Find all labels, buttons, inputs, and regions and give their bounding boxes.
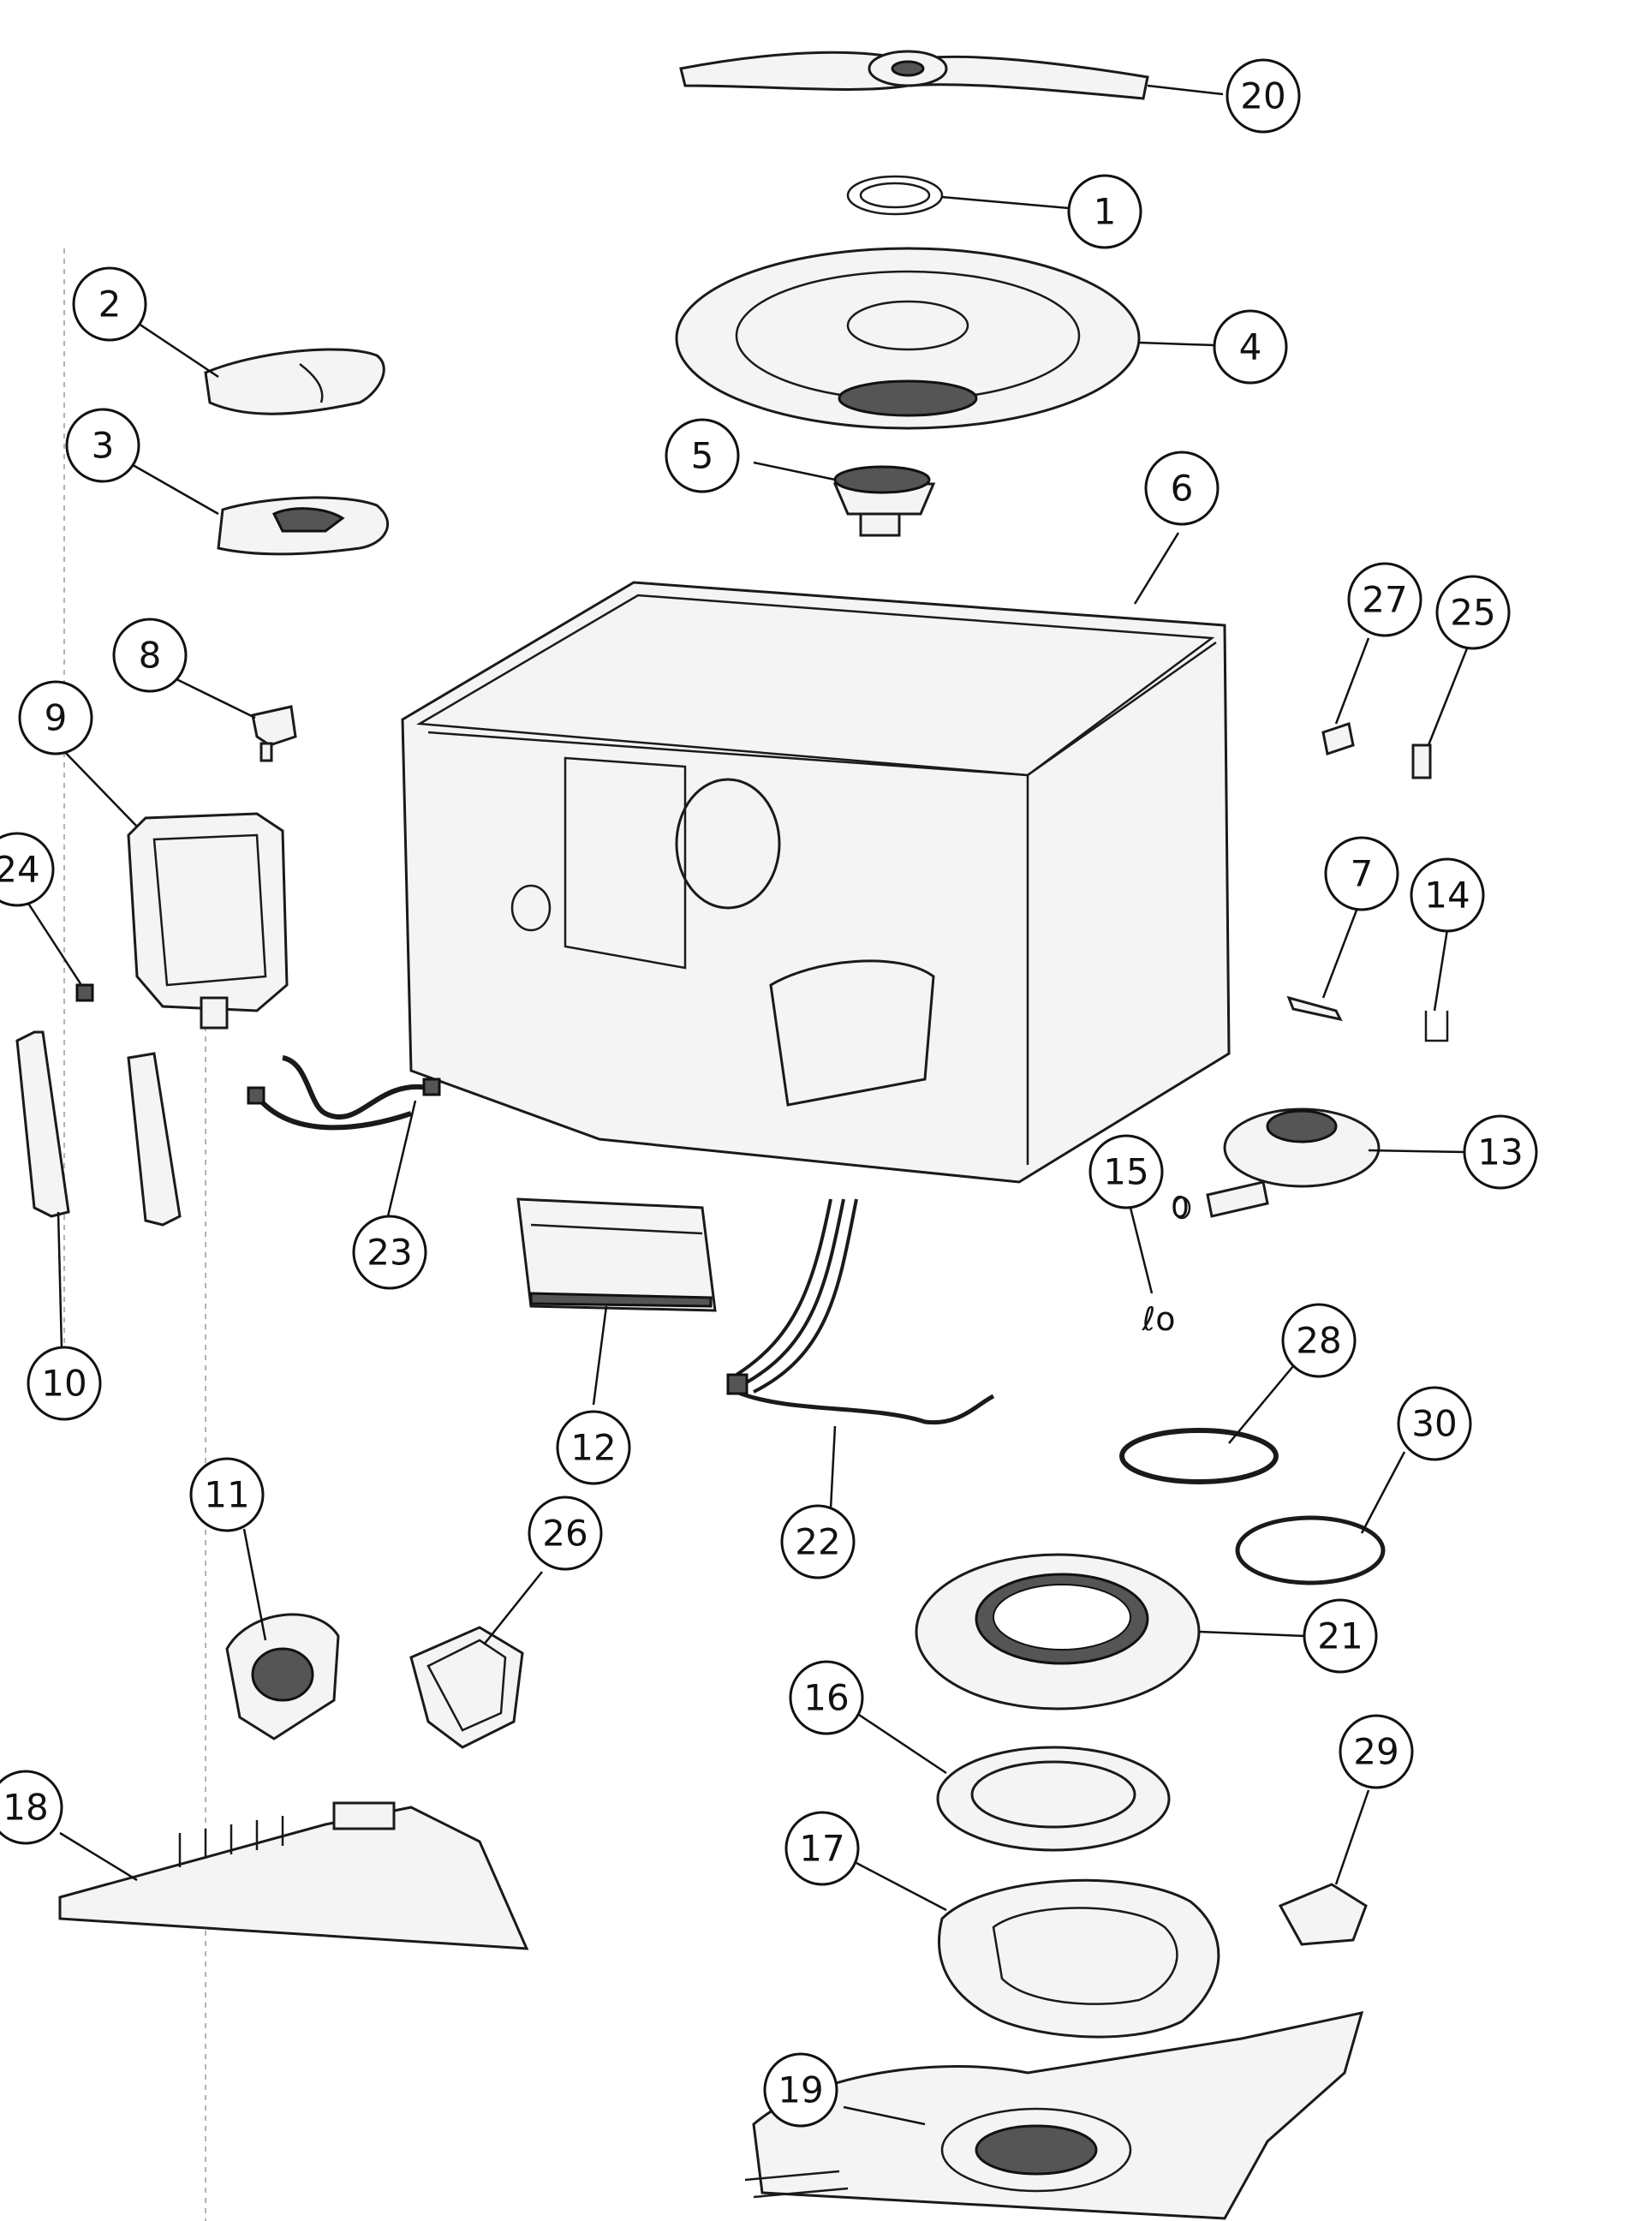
callout-19: 19 [763, 2052, 838, 2128]
svg-text:23: 23 [367, 1232, 412, 1274]
svg-text:4: 4 [1239, 326, 1262, 368]
part-2-cap [204, 348, 385, 415]
svg-text:16: 16 [803, 1677, 849, 1719]
part-23-harness [247, 1055, 441, 1131]
callout-18: 18 [0, 1770, 63, 1845]
part-28-ring [1119, 1428, 1279, 1484]
callout-4: 4 [1213, 309, 1288, 385]
svg-text:20: 20 [1240, 75, 1285, 117]
part-6-tub [401, 581, 1231, 1184]
part-16-filter [936, 1746, 1171, 1852]
svg-text:21: 21 [1317, 1615, 1363, 1657]
callout-13: 13 [1463, 1114, 1538, 1190]
callout-9: 9 [18, 680, 93, 755]
svg-text:7: 7 [1351, 853, 1374, 895]
svg-text:26: 26 [542, 1513, 587, 1555]
svg-text:13: 13 [1477, 1131, 1523, 1173]
callout-17: 17 [784, 1811, 860, 1886]
svg-text:15: 15 [1103, 1151, 1148, 1193]
callout-15: 15 [1088, 1134, 1164, 1209]
callout-6: 6 [1144, 451, 1220, 526]
part-17-sump-housing [938, 1878, 1220, 2039]
part-12-control-board [516, 1197, 717, 1312]
callout-12: 12 [556, 1410, 631, 1485]
callout-27: 27 [1347, 562, 1422, 637]
callout-25: 25 [1435, 575, 1511, 650]
callout-20: 20 [1226, 58, 1301, 134]
callout-10: 10 [27, 1346, 102, 1421]
callout-2: 2 [72, 266, 147, 342]
part-8-connector [251, 705, 297, 762]
part-29-fitting [1278, 1883, 1368, 1946]
svg-text:27: 27 [1362, 579, 1407, 621]
part15-screws-mark: ℓo [1142, 1300, 1176, 1338]
callout-22: 22 [780, 1504, 856, 1579]
callout-16: 16 [789, 1660, 864, 1735]
part-26-bracket [409, 1626, 524, 1749]
svg-text:6: 6 [1171, 468, 1194, 510]
callout-24: 24 [0, 832, 55, 907]
svg-text:25: 25 [1450, 592, 1495, 634]
callout-3: 3 [65, 408, 140, 483]
part-21-seal [915, 1553, 1201, 1711]
part-25-pad [1411, 743, 1432, 779]
part-14-clip [1424, 1011, 1449, 1042]
callout-28: 28 [1281, 1303, 1357, 1378]
part-9-housing [127, 812, 289, 1030]
svg-text:28: 28 [1296, 1320, 1341, 1362]
part-7-clip [1286, 995, 1343, 1022]
callout-7: 7 [1324, 836, 1399, 911]
part15-oring-mark: 0 [1171, 1191, 1190, 1225]
svg-text:11: 11 [204, 1474, 249, 1516]
svg-text:8: 8 [139, 635, 162, 677]
callout-11: 11 [189, 1457, 265, 1532]
svg-text:18: 18 [3, 1787, 48, 1829]
svg-text:12: 12 [570, 1427, 616, 1469]
svg-text:9: 9 [45, 697, 68, 739]
svg-text:17: 17 [799, 1828, 844, 1870]
part-24-nut [75, 983, 94, 1002]
svg-text:29: 29 [1353, 1731, 1399, 1773]
part-5-hub [832, 465, 936, 537]
callout-5: 5 [665, 418, 740, 493]
part-10-bracket-left [15, 1030, 70, 1218]
part-22-harness [726, 1198, 995, 1425]
callout-23: 23 [352, 1215, 427, 1290]
svg-text:1: 1 [1094, 191, 1117, 233]
svg-text:5: 5 [691, 435, 714, 477]
part-27-clip [1321, 722, 1355, 755]
callout-8: 8 [112, 618, 188, 693]
part-20-upper-spray-arm [679, 50, 1149, 100]
svg-text:2: 2 [98, 284, 122, 325]
part-30-gasket [1235, 1515, 1386, 1585]
svg-text:14: 14 [1424, 875, 1470, 916]
svg-text:3: 3 [92, 425, 115, 467]
part-3-base [217, 496, 389, 556]
part-18-base-front [58, 1801, 529, 1950]
part-10-bracket-right [127, 1052, 182, 1227]
svg-text:24: 24 [0, 849, 40, 891]
part-1-ring [846, 175, 944, 216]
callout-1: 1 [1067, 174, 1142, 249]
part-13-pump [1172, 1108, 1381, 1220]
part-19-base-pan [744, 2011, 1364, 2220]
part-11-drain-pump [225, 1613, 340, 1740]
svg-text:10: 10 [41, 1363, 86, 1405]
callout-14: 14 [1410, 857, 1485, 933]
callout-30: 30 [1397, 1386, 1472, 1461]
svg-text:22: 22 [795, 1521, 840, 1563]
svg-text:30: 30 [1411, 1403, 1457, 1445]
callout-26: 26 [528, 1496, 603, 1571]
svg-text:19: 19 [778, 2069, 823, 2111]
callout-29: 29 [1339, 1714, 1414, 1789]
callout-21: 21 [1303, 1598, 1378, 1674]
part-4-cover-plate [675, 247, 1141, 430]
